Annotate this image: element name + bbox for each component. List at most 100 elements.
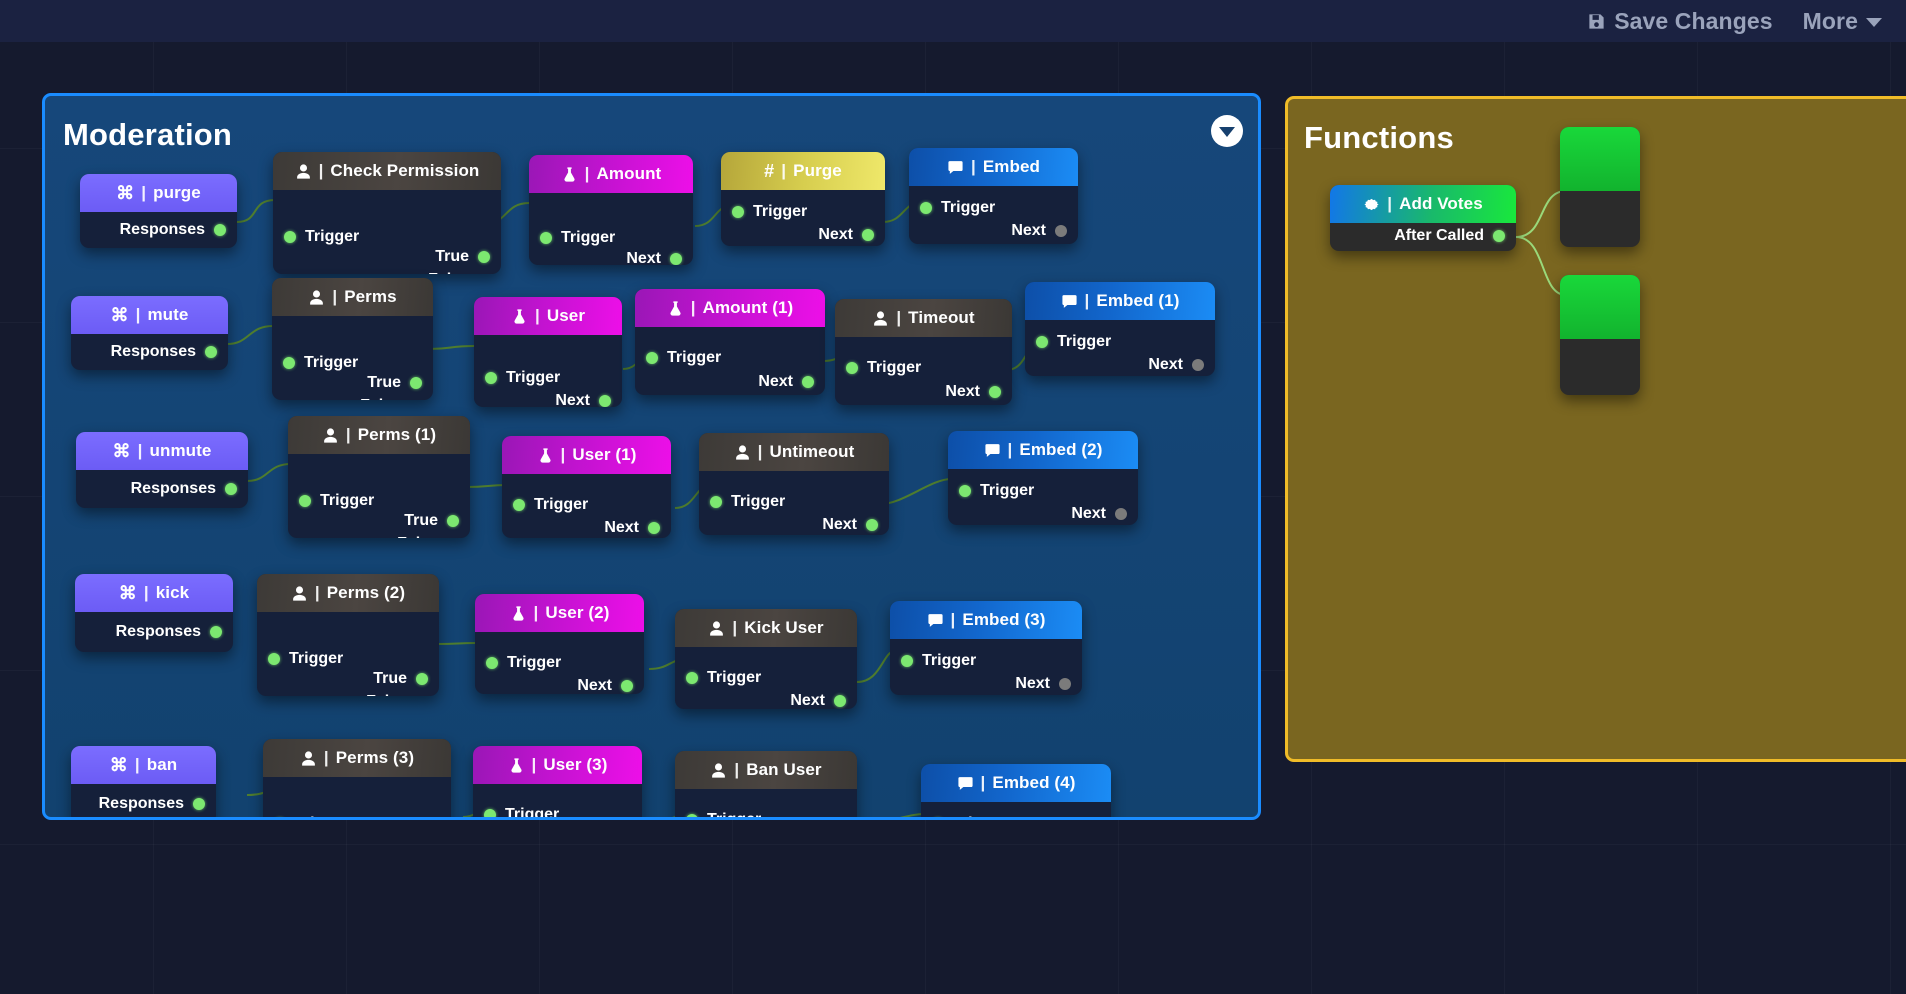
node-amount-1[interactable]: | Amount (1) Trigger Next bbox=[635, 289, 825, 395]
port-dot[interactable] bbox=[540, 232, 552, 244]
port-dot[interactable] bbox=[416, 673, 428, 685]
node-check-permission[interactable]: | Check Permission Trigger True False bbox=[273, 152, 501, 274]
port-trigger[interactable]: Trigger bbox=[274, 815, 349, 820]
port-dot[interactable] bbox=[205, 346, 217, 358]
port-trigger[interactable]: Trigger bbox=[920, 199, 995, 217]
node-embed-2[interactable]: | Embed (2) Trigger Next bbox=[948, 431, 1138, 525]
port-dot[interactable] bbox=[1115, 508, 1127, 520]
port-false[interactable]: False bbox=[366, 693, 428, 696]
port-after-called[interactable]: After Called bbox=[1394, 227, 1505, 245]
node-user-2[interactable]: | User (2) Trigger Next bbox=[475, 594, 644, 694]
port-dot[interactable] bbox=[932, 818, 944, 820]
port-dot[interactable] bbox=[686, 814, 698, 817]
collapse-moderation-button[interactable] bbox=[1211, 115, 1243, 147]
port-dot[interactable] bbox=[1059, 678, 1071, 690]
port-dot[interactable] bbox=[274, 818, 286, 820]
node-ban-user[interactable]: | Ban User Trigger Next bbox=[675, 751, 857, 817]
port-dot[interactable] bbox=[686, 672, 698, 684]
port-false[interactable]: False bbox=[428, 271, 490, 274]
port-trigger[interactable]: Trigger bbox=[485, 369, 560, 387]
node-embed[interactable]: | Embed Trigger Next bbox=[909, 148, 1078, 244]
port-dot[interactable] bbox=[732, 206, 744, 218]
port-trigger[interactable]: Trigger bbox=[513, 496, 588, 514]
port-trigger[interactable]: Trigger bbox=[646, 349, 721, 367]
port-false[interactable]: False bbox=[397, 535, 459, 538]
port-trigger[interactable]: Trigger bbox=[901, 652, 976, 670]
port-dot[interactable] bbox=[710, 496, 722, 508]
port-dot[interactable] bbox=[485, 372, 497, 384]
port-next[interactable]: Next bbox=[1071, 505, 1127, 523]
port-dot[interactable] bbox=[1493, 230, 1505, 242]
panel-moderation[interactable]: Moderation bbox=[42, 93, 1261, 820]
panel-functions[interactable]: Functions | Add Votes After Called bbox=[1285, 96, 1906, 762]
port-trigger[interactable]: Trigger bbox=[283, 354, 358, 372]
port-trigger[interactable]: Trigger bbox=[732, 203, 807, 221]
port-dot[interactable] bbox=[802, 376, 814, 388]
node-user-1[interactable]: | User (1) Trigger Next bbox=[502, 436, 671, 538]
port-dot[interactable] bbox=[901, 655, 913, 667]
port-dot[interactable] bbox=[478, 251, 490, 263]
port-trigger[interactable]: Trigger bbox=[846, 359, 921, 377]
node-partial-2[interactable] bbox=[1560, 275, 1640, 395]
port-dot[interactable] bbox=[1055, 225, 1067, 237]
more-menu-button[interactable]: More bbox=[1803, 8, 1882, 35]
port-dot[interactable] bbox=[268, 653, 280, 665]
node-perms[interactable]: | Perms Trigger True False bbox=[272, 278, 433, 400]
port-next[interactable]: Next bbox=[822, 516, 878, 534]
node-purge-command[interactable]: ⌘ | purge Responses bbox=[80, 174, 237, 248]
node-kick-command[interactable]: ⌘ | kick Responses bbox=[75, 574, 233, 652]
port-dot[interactable] bbox=[621, 680, 633, 692]
port-dot[interactable] bbox=[410, 377, 422, 389]
node-partial-1[interactable] bbox=[1560, 127, 1640, 247]
node-user[interactable]: | User Trigger Next bbox=[474, 297, 622, 407]
port-responses[interactable]: Responses bbox=[99, 795, 205, 813]
port-dot[interactable] bbox=[989, 386, 1001, 398]
port-true[interactable]: True bbox=[435, 248, 490, 266]
node-mute-command[interactable]: ⌘ | mute Responses bbox=[71, 296, 228, 370]
node-perms-1[interactable]: | Perms (1) Trigger True False bbox=[288, 416, 470, 538]
port-dot[interactable] bbox=[484, 809, 496, 817]
node-add-votes[interactable]: | Add Votes After Called bbox=[1330, 185, 1516, 251]
node-perms-3[interactable]: | Perms (3) Trigger True bbox=[263, 739, 451, 820]
node-timeout[interactable]: | Timeout Trigger Next bbox=[835, 299, 1012, 405]
port-dot[interactable] bbox=[959, 485, 971, 497]
node-unmute-command[interactable]: ⌘ | unmute Responses bbox=[76, 432, 248, 508]
port-dot[interactable] bbox=[193, 798, 205, 810]
port-dot[interactable] bbox=[846, 362, 858, 374]
port-trigger[interactable]: Trigger bbox=[710, 493, 785, 511]
port-dot[interactable] bbox=[599, 395, 611, 407]
port-next[interactable]: Next bbox=[758, 373, 814, 391]
port-next[interactable]: Next bbox=[577, 677, 633, 694]
port-dot[interactable] bbox=[866, 519, 878, 531]
node-perms-2[interactable]: | Perms (2) Trigger True False bbox=[257, 574, 439, 696]
node-ban-command[interactable]: ⌘ | ban Responses bbox=[71, 746, 216, 817]
port-trigger[interactable]: Trigger bbox=[540, 229, 615, 247]
port-dot[interactable] bbox=[513, 499, 525, 511]
port-dot[interactable] bbox=[1192, 359, 1204, 371]
port-next[interactable]: Next bbox=[604, 519, 660, 537]
port-dot[interactable] bbox=[299, 495, 311, 507]
port-trigger[interactable]: Trigger bbox=[486, 654, 561, 672]
port-dot[interactable] bbox=[447, 515, 459, 527]
port-trigger[interactable]: Trigger bbox=[686, 811, 761, 817]
port-dot[interactable] bbox=[214, 224, 226, 236]
port-trigger[interactable]: Trigger bbox=[686, 669, 761, 687]
node-embed-3[interactable]: | Embed (3) Trigger Next bbox=[890, 601, 1082, 695]
port-next[interactable]: Next bbox=[555, 392, 611, 407]
node-amount[interactable]: | Amount Trigger Next bbox=[529, 155, 693, 265]
port-next[interactable]: Next bbox=[790, 692, 846, 709]
port-dot[interactable] bbox=[670, 253, 682, 265]
port-trigger[interactable]: Trigger bbox=[268, 650, 343, 668]
node-user-3[interactable]: | User (3) Trigger Next bbox=[473, 746, 642, 817]
port-dot[interactable] bbox=[486, 657, 498, 669]
port-dot[interactable] bbox=[834, 695, 846, 707]
port-dot[interactable] bbox=[210, 626, 222, 638]
port-dot[interactable] bbox=[862, 229, 874, 241]
port-next[interactable]: Next bbox=[1011, 222, 1067, 240]
port-dot[interactable] bbox=[284, 231, 296, 243]
port-next[interactable]: Next bbox=[626, 250, 682, 265]
port-trigger[interactable]: Trigger bbox=[299, 492, 374, 510]
save-changes-button[interactable]: Save Changes bbox=[1587, 8, 1773, 35]
port-next[interactable]: Next bbox=[1015, 675, 1071, 693]
port-dot[interactable] bbox=[1036, 336, 1048, 348]
